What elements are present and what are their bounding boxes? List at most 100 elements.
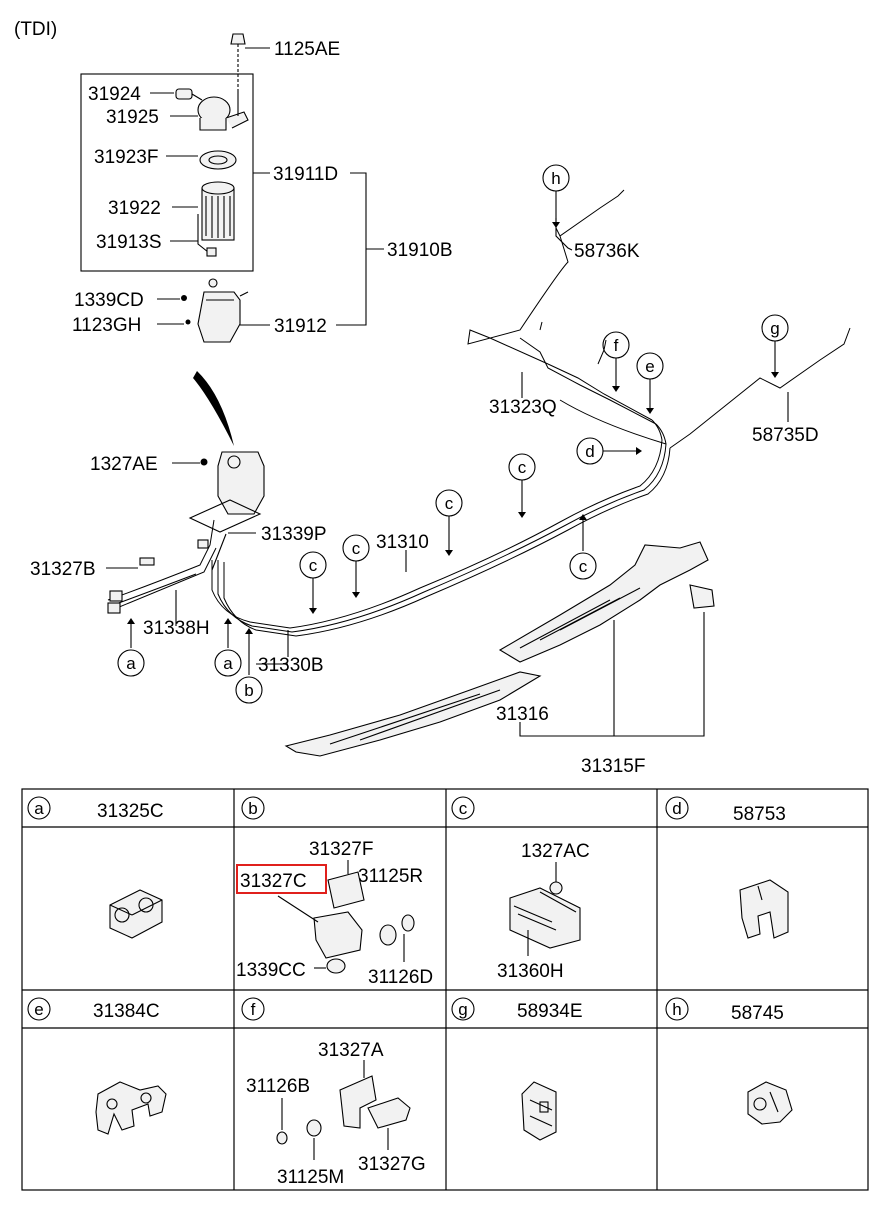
- cell-letter: h: [672, 1000, 681, 1019]
- cell-b-contents: 31327F 31327C 31125R 1339CC 31126D: [236, 839, 433, 988]
- label-31923F[interactable]: 31923F: [94, 147, 158, 168]
- label-1339CD[interactable]: 1339CD: [74, 290, 144, 311]
- table-header-f: f: [241, 997, 265, 1021]
- label-31327C[interactable]: 31327C: [240, 871, 307, 892]
- cell-c-contents: 1327AC 31360H: [497, 841, 590, 982]
- table-header-h: h 58745: [665, 997, 784, 1024]
- label-1327AC[interactable]: 1327AC: [521, 841, 590, 862]
- callout-label: c: [518, 458, 527, 477]
- cell-part-number[interactable]: 58934E: [517, 1001, 583, 1022]
- table-header-d: d 58753: [665, 796, 786, 825]
- callout-label: c: [352, 539, 361, 558]
- label-31327G[interactable]: 31327G: [358, 1154, 426, 1175]
- engine-label: (TDI): [14, 19, 57, 40]
- label-31924[interactable]: 31924: [88, 84, 141, 105]
- cell-letter: a: [34, 799, 44, 818]
- clip-58934E-drawing: [521, 1081, 557, 1141]
- callout-e[interactable]: e: [636, 352, 664, 414]
- callout-label: c: [579, 557, 588, 576]
- callout-label: c: [309, 556, 318, 575]
- clip-31325C-drawing: [109, 889, 163, 939]
- label-31338H[interactable]: 31338H: [143, 618, 210, 639]
- label-31910B[interactable]: 31910B: [387, 240, 453, 261]
- table-header-a: a 31325C: [27, 796, 164, 822]
- callout-label: b: [244, 681, 253, 700]
- callout-b[interactable]: b: [235, 628, 263, 704]
- mounted-filter-drawing: [188, 451, 265, 571]
- label-31925[interactable]: 31925: [106, 107, 159, 128]
- label-31126B[interactable]: 31126B: [246, 1076, 310, 1097]
- assembly-arrow: [193, 371, 234, 446]
- callout-c-5[interactable]: c: [569, 514, 597, 580]
- clip-31384C-drawing: [95, 1081, 167, 1135]
- label-31323Q[interactable]: 31323Q: [489, 397, 557, 418]
- label-1327AE[interactable]: 1327AE: [90, 454, 158, 475]
- cartridge-31922-drawing: [197, 181, 235, 257]
- cell-part-number[interactable]: 58753: [733, 804, 786, 825]
- label-31316[interactable]: 31316: [496, 704, 549, 725]
- label-31125M[interactable]: 31125M: [277, 1167, 344, 1188]
- protector-plates-drawing: [284, 541, 715, 757]
- callout-label: a: [223, 654, 233, 673]
- cell-part-number[interactable]: 58745: [731, 1003, 784, 1024]
- cell-letter: e: [34, 1000, 43, 1019]
- cell-letter: g: [458, 1000, 467, 1019]
- sensor-31924-drawing: [175, 88, 203, 101]
- label-31339P[interactable]: 31339P: [261, 524, 327, 545]
- callout-c-3[interactable]: c: [435, 489, 463, 556]
- callout-a-mid[interactable]: a: [214, 618, 242, 677]
- cell-letter: b: [248, 799, 257, 818]
- callout-label: d: [585, 442, 594, 461]
- label-31911D[interactable]: 31911D: [273, 164, 338, 185]
- fuel-filter-assembly: 1125AE 31924 31925 31923F: [72, 33, 453, 343]
- callout-c-2[interactable]: c: [342, 534, 370, 598]
- table-header-b: b: [241, 796, 265, 820]
- callout-label: g: [770, 319, 779, 338]
- callout-label: e: [645, 357, 654, 376]
- cell-part-number[interactable]: 31384C: [93, 1001, 160, 1022]
- left-clips-drawing: [107, 539, 209, 614]
- label-31912[interactable]: 31912: [274, 316, 327, 337]
- cell-letter: d: [672, 799, 681, 818]
- cell-part-number[interactable]: 31325C: [97, 801, 164, 822]
- cell-letter: c: [459, 799, 468, 818]
- label-31126D[interactable]: 31126D: [368, 967, 433, 988]
- cell-f-contents: 31327A 31126B 31125M 31327G: [246, 1040, 426, 1188]
- callout-label: a: [126, 654, 136, 673]
- label-1123GH[interactable]: 1123GH: [72, 315, 141, 336]
- callout-h[interactable]: h: [542, 164, 570, 228]
- label-1125AE[interactable]: 1125AE: [274, 39, 340, 60]
- label-31913S[interactable]: 31913S: [96, 232, 162, 253]
- label-31327A[interactable]: 31327A: [318, 1040, 384, 1061]
- label-31330B[interactable]: 31330B: [258, 655, 324, 676]
- callout-g[interactable]: g: [761, 314, 789, 378]
- label-31922[interactable]: 31922: [108, 198, 161, 219]
- clip-58753-drawing: [739, 879, 789, 939]
- callout-c-1[interactable]: c: [299, 551, 327, 614]
- label-1339CC[interactable]: 1339CC: [236, 960, 306, 981]
- bolt-1125AE-drawing: [230, 33, 246, 92]
- ring-31923F-drawing: [199, 150, 237, 170]
- label-31327F[interactable]: 31327F: [309, 839, 373, 860]
- legend-table: a 31325C b c d 58753 e 31384C f g: [21, 788, 869, 1191]
- label-31360H[interactable]: 31360H: [497, 961, 564, 982]
- label-31315F[interactable]: 31315F: [581, 756, 645, 777]
- label-58736K[interactable]: 58736K: [574, 241, 640, 262]
- callout-label: f: [614, 336, 619, 355]
- label-31327B[interactable]: 31327B: [30, 559, 96, 580]
- callout-d[interactable]: d: [576, 437, 642, 465]
- head-31925-drawing: [197, 92, 249, 131]
- callout-f[interactable]: f: [602, 331, 630, 392]
- callout-label: c: [445, 494, 454, 513]
- cell-letter: f: [251, 1000, 256, 1019]
- clip-58745-drawing: [747, 1081, 793, 1125]
- callout-label: h: [551, 169, 560, 188]
- label-58735D[interactable]: 58735D: [752, 425, 819, 446]
- callout-c-4[interactable]: c: [508, 453, 536, 518]
- table-header-e: e 31384C: [27, 997, 160, 1022]
- label-31125R[interactable]: 31125R: [358, 866, 423, 887]
- callout-a-left[interactable]: a: [117, 618, 145, 677]
- table-header-c: c: [451, 796, 475, 820]
- label-31310[interactable]: 31310: [376, 532, 429, 553]
